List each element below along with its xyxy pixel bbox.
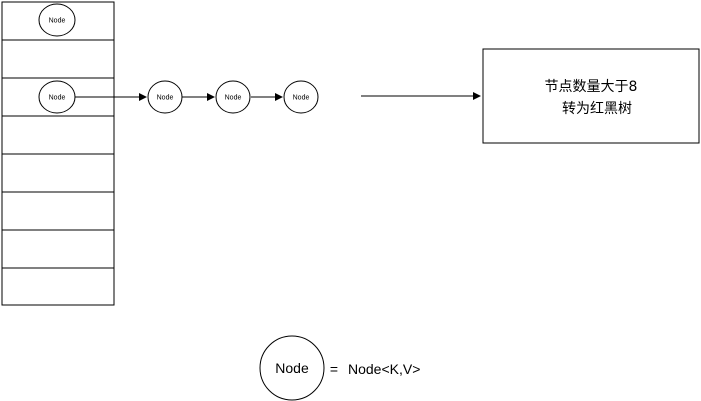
conversion-box-frame [482, 48, 700, 144]
node-circle [38, 80, 76, 114]
list-node-3: Node [283, 80, 319, 114]
node-label: Node [225, 95, 242, 102]
list-node-2: Node [215, 80, 251, 114]
legend-definition: Node<K,V> [348, 361, 420, 377]
node-circle [283, 80, 319, 114]
list-node-1: Node [147, 80, 183, 114]
slot-2-node: Node [38, 80, 76, 114]
legend: Node = Node<K,V> [259, 335, 420, 401]
conversion-line-1: 节点数量大于8 [545, 79, 638, 95]
bucket-slot-5 [1, 191, 115, 231]
conversion-line-2: 转为红黑树 [562, 101, 632, 117]
conversion-box: 节点数量大于8 转为红黑树 [482, 48, 700, 144]
slot-0-node: Node [38, 3, 76, 37]
node-label: Node [49, 95, 66, 102]
node-circle [38, 3, 76, 37]
legend-equals: = [330, 361, 338, 377]
legend-node-circle [259, 335, 325, 401]
node-label: Node [49, 18, 66, 25]
node-circle [215, 80, 251, 114]
bucket-array [1, 1, 115, 306]
bucket-slot-4 [1, 153, 115, 193]
legend-node-label: Node [275, 360, 309, 376]
bucket-slot-7 [1, 267, 115, 306]
bucket-slot-6 [1, 229, 115, 269]
bucket-slot-1 [1, 39, 115, 79]
node-label: Node [293, 95, 310, 102]
node-circle [147, 80, 183, 114]
node-label: Node [157, 95, 174, 102]
bucket-slot-3 [1, 115, 115, 155]
